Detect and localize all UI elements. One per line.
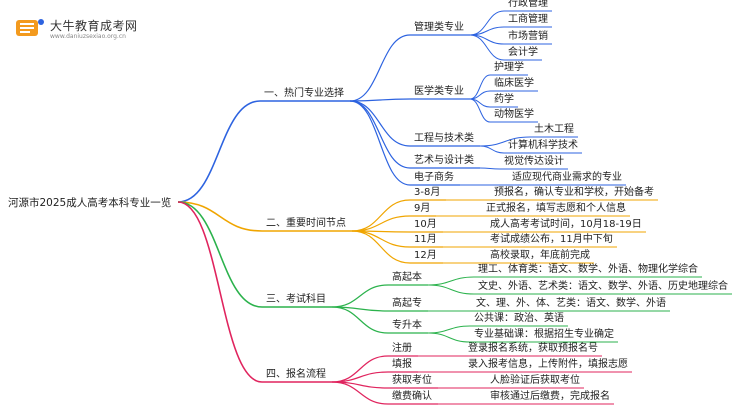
branch-sub-link xyxy=(351,215,411,232)
leaf-label: 正式报名，填写志愿和个人信息 xyxy=(486,203,626,214)
sub-leaf-link xyxy=(469,98,491,123)
leaf-label: 文史、外语、艺术类：语文、数学、外语、历史地理综合 xyxy=(478,281,728,292)
sub-node-label: 高起本 xyxy=(392,272,422,283)
branch-sub-link xyxy=(349,34,411,102)
leaf-label: 专业基础课：根据招生专业确定 xyxy=(474,329,614,340)
sub-node-label: 缴费确认 xyxy=(392,391,432,402)
sub-node-label: 医学类专业 xyxy=(414,86,464,97)
sub-leaf-link xyxy=(479,145,505,154)
logo-url: www.daniuzsexiao.org.cn xyxy=(50,33,126,40)
leaf-label: 理工、体育类：语文、数学、外语、物理化学综合 xyxy=(478,264,698,275)
logo-title: 大牛教育成考网 xyxy=(50,19,138,33)
branch-sub-link xyxy=(351,230,411,248)
sub-leaf-link xyxy=(427,325,471,334)
sub-node-label: 电子商务 xyxy=(414,172,454,183)
sub-leaf-link xyxy=(479,167,501,170)
branch-sub-link xyxy=(331,284,389,308)
leaf-label: 动物医学 xyxy=(494,109,534,120)
sub-node-label: 注册 xyxy=(392,343,412,354)
logo: 大牛教育成考网 www.daniuzsexiao.org.cn xyxy=(14,8,144,46)
leaf-label: 工商管理 xyxy=(508,14,548,25)
sub-node-label: 专升本 xyxy=(392,320,422,331)
sub-node-label: 填报 xyxy=(392,359,412,370)
leaf-label: 视觉传达设计 xyxy=(504,156,564,167)
leaf-label: 临床医学 xyxy=(494,78,534,89)
branch-label: 一、热门专业选择 xyxy=(264,88,344,99)
leaf-label: 录入报考信息，上传附件，填报志愿 xyxy=(468,359,628,370)
leaf-label: 公共课：政治、英语 xyxy=(474,313,564,324)
leaf-label: 成人高考考试时间，10月18-19日 xyxy=(490,219,642,230)
sub-node-label: 9月 xyxy=(414,203,431,214)
leaf-label: 预报名，确认专业和学校，开始备考 xyxy=(494,187,654,198)
sub-node-label: 3-8月 xyxy=(414,187,441,198)
branch-sub-link xyxy=(331,355,389,383)
root-node: 河源市2025成人高考本科专业一览 xyxy=(8,197,172,209)
branch-label: 四、报名流程 xyxy=(266,369,326,380)
leaf-label: 护理学 xyxy=(494,62,524,73)
sub-leaf-link xyxy=(427,284,475,295)
sub-leaf-link xyxy=(479,136,531,147)
sub-node-label: 工程与技术类 xyxy=(414,133,474,144)
leaf-label: 市场营销 xyxy=(508,31,548,42)
leaf-label: 高校录取，年底前完成 xyxy=(490,250,590,261)
sub-leaf-link xyxy=(469,34,505,61)
leaf-label: 药学 xyxy=(494,94,514,105)
sub-node-label: 管理类专业 xyxy=(414,22,464,33)
leaf-label: 行政管理 xyxy=(508,0,548,9)
branch-sub-link xyxy=(351,230,411,264)
leaf-label: 审核通过后缴费，完成报名 xyxy=(490,391,610,402)
branch-sub-link xyxy=(331,381,389,405)
logo-book-icon xyxy=(16,19,44,36)
leaf-label: 文、理、外、体、艺类：语文、数学、外语 xyxy=(476,298,666,309)
branch-label: 二、重要时间节点 xyxy=(266,218,346,229)
sub-leaf-link xyxy=(427,332,471,343)
leaf-label: 计算机科学技术 xyxy=(508,140,578,151)
branch-sub-link xyxy=(349,100,411,147)
branch-sub-link xyxy=(349,100,411,186)
sub-node-label: 获取考位 xyxy=(392,375,432,386)
leaf-label: 考试成绩公布，11月中下旬 xyxy=(490,234,613,245)
sub-node-label: 12月 xyxy=(414,250,437,261)
root-branch-link xyxy=(177,201,263,383)
sub-node-label: 艺术与设计类 xyxy=(414,155,474,166)
leaf-label: 人脸验证后获取考位 xyxy=(490,375,580,386)
branch-sub-link xyxy=(349,98,411,102)
sub-leaf-link xyxy=(427,276,475,286)
sub-node-label: 高起专 xyxy=(392,298,422,309)
leaf-label: 适应现代商业需求的专业 xyxy=(512,172,622,183)
root-branch-link xyxy=(177,201,263,232)
branch-sub-link xyxy=(331,306,389,334)
root-branch-link xyxy=(177,100,261,203)
leaf-label: 登录报名系统，获取预报名号 xyxy=(468,343,598,354)
leaf-label: 会计学 xyxy=(508,47,538,58)
leaf-label: 土木工程 xyxy=(534,124,574,135)
root-branch-link xyxy=(177,201,263,308)
branch-label: 三、考试科目 xyxy=(266,294,326,305)
branch-sub-link xyxy=(349,100,411,169)
sub-node-label: 10月 xyxy=(414,219,437,230)
branch-sub-link xyxy=(351,199,411,232)
sub-node-label: 11月 xyxy=(414,234,437,245)
